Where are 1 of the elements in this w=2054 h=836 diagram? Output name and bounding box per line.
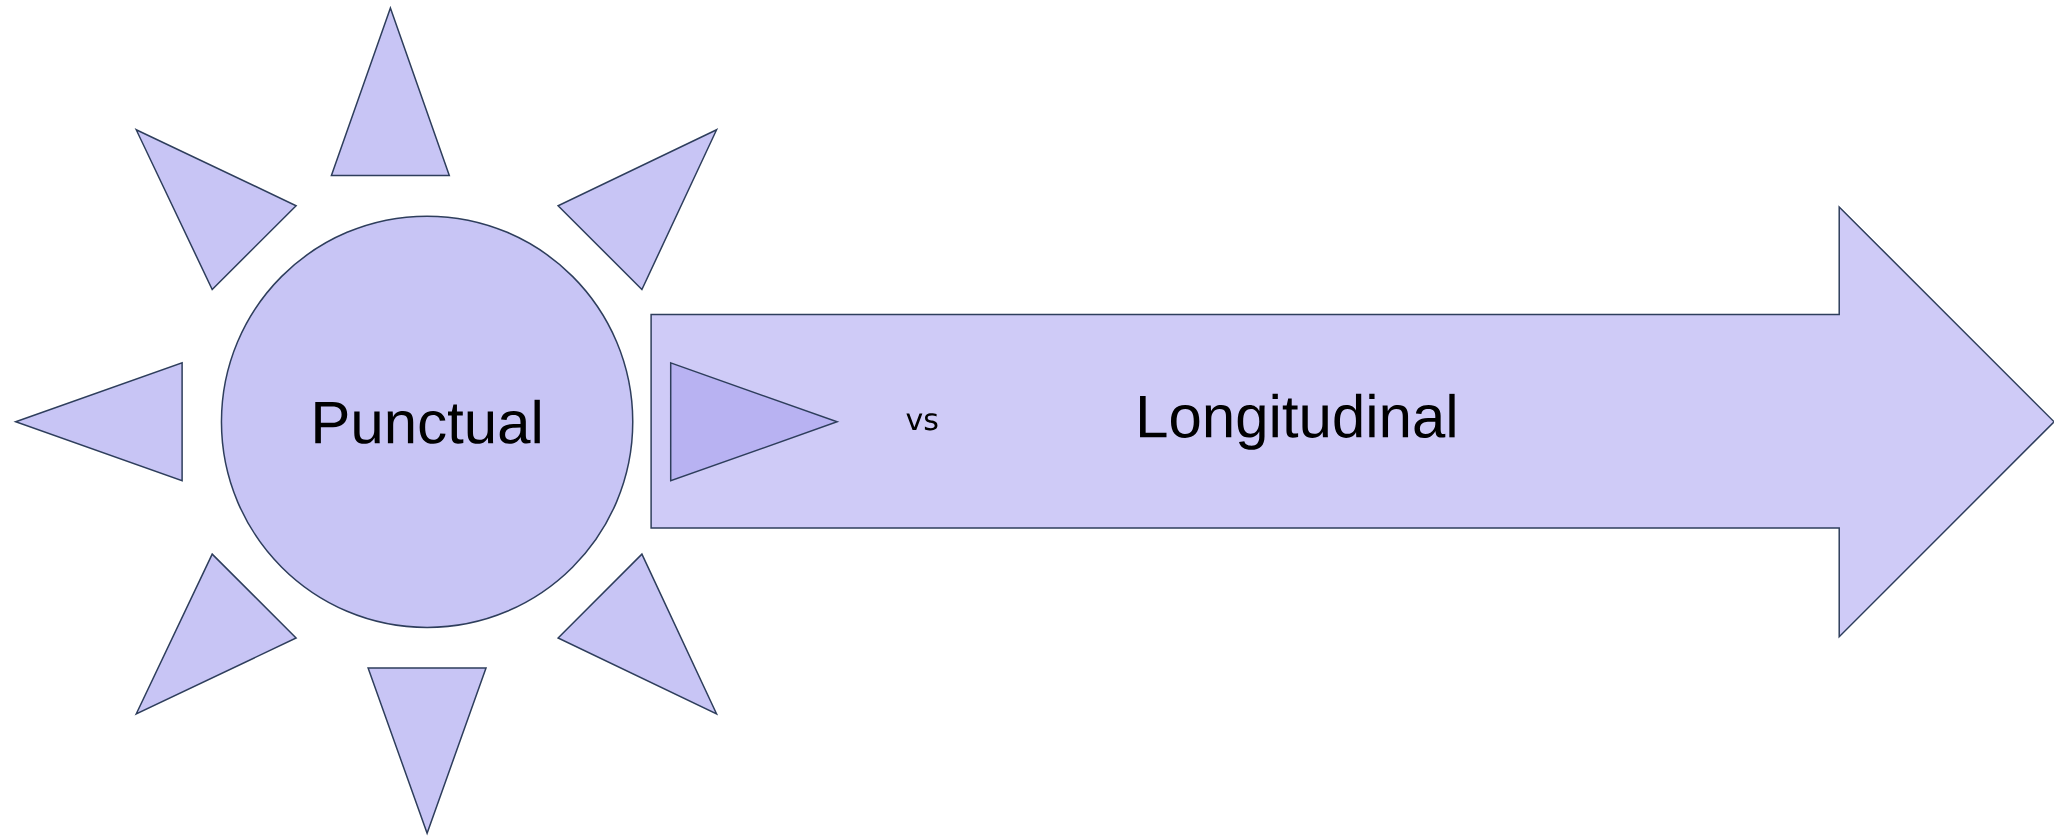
- circle-node: Punctual: [220, 215, 634, 629]
